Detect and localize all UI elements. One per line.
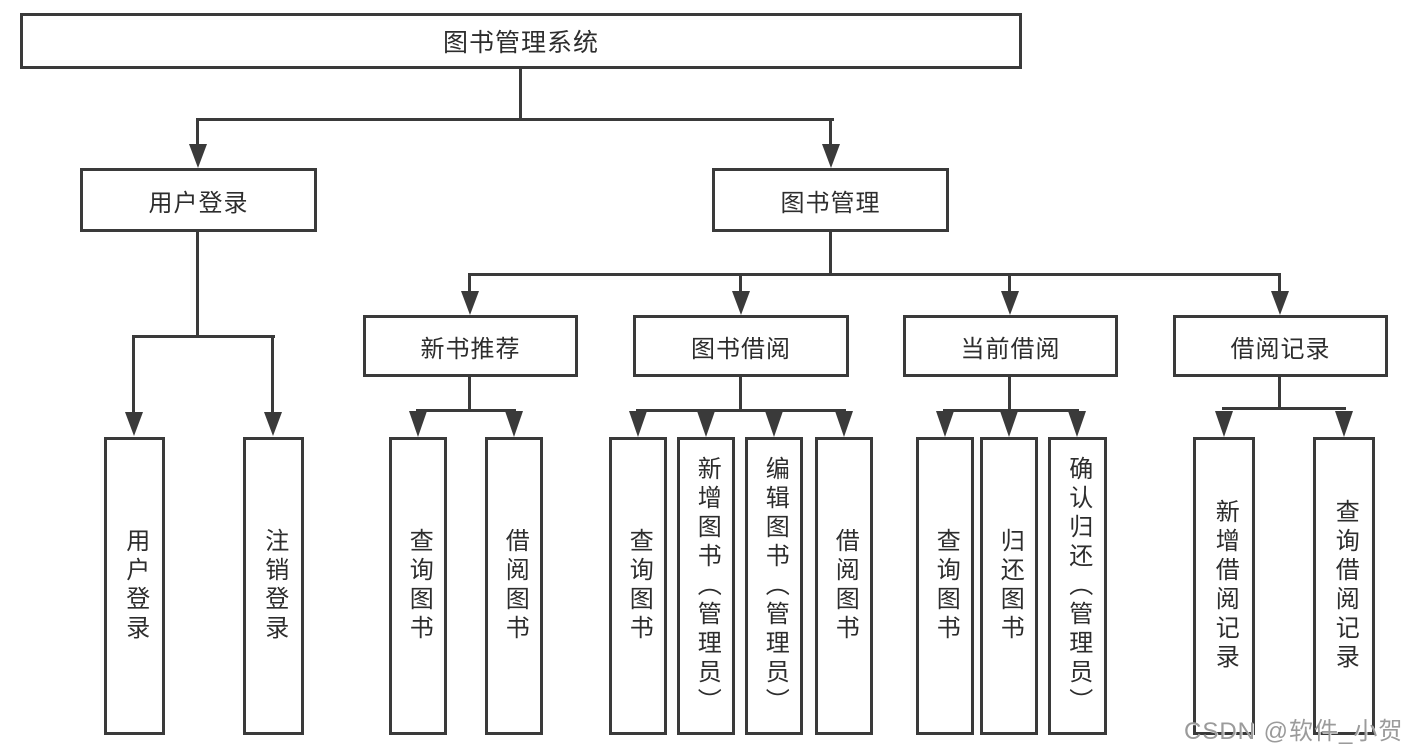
leaf-query-book-3: 查询图书 — [916, 437, 974, 735]
node-new-book-recommend: 新书推荐 — [363, 315, 578, 377]
arrowhead-down-icon — [1271, 291, 1289, 315]
arrowhead-down-icon — [189, 144, 207, 168]
arrowhead-down-icon — [936, 411, 954, 437]
connector-line — [196, 119, 199, 146]
arrowhead-down-icon — [1068, 411, 1086, 437]
connector-line — [519, 69, 522, 121]
arrowhead-down-icon — [461, 291, 479, 315]
connector-line — [468, 276, 471, 293]
leaf-query-borrow-record: 查询借阅记录 — [1313, 437, 1375, 735]
arrowhead-down-icon — [125, 412, 143, 436]
arrowhead-down-icon — [629, 411, 647, 437]
connector-line — [468, 377, 471, 412]
node-user-login: 用户登录 — [80, 168, 317, 232]
leaf-edit-book-admin: 编辑图书（管理员） — [745, 437, 803, 735]
node-current-borrow: 当前借阅 — [903, 315, 1118, 377]
leaf-add-book-admin: 新增图书（管理员） — [677, 437, 735, 735]
arrowhead-down-icon — [765, 411, 783, 437]
leaf-add-borrow-record: 新增借阅记录 — [1193, 437, 1255, 735]
connector-line — [196, 232, 199, 338]
connector-line — [943, 409, 1079, 412]
arrowhead-down-icon — [409, 411, 427, 437]
connector-line — [1222, 407, 1346, 410]
csdn-watermark: CSDN @软件_小贺同学 — [1184, 718, 1405, 745]
leaf-user-login: 用户登录 — [104, 437, 165, 735]
arrowhead-down-icon — [835, 411, 853, 437]
connector-line — [1278, 276, 1281, 293]
connector-line — [829, 232, 832, 276]
connector-line — [829, 119, 832, 146]
connector-line — [416, 409, 516, 412]
arrowhead-down-icon — [822, 144, 840, 168]
node-root: 图书管理系统 — [20, 13, 1022, 69]
connector-line — [468, 273, 1281, 276]
connector-line — [739, 377, 742, 412]
arrowhead-down-icon — [1215, 411, 1233, 437]
leaf-query-book-2: 查询图书 — [609, 437, 667, 735]
arrowhead-down-icon — [1001, 291, 1019, 315]
node-borrow-record: 借阅记录 — [1173, 315, 1388, 377]
leaf-query-book-1: 查询图书 — [389, 437, 447, 735]
arrowhead-down-icon — [732, 291, 750, 315]
arrowhead-down-icon — [697, 411, 715, 437]
leaf-logout: 注销登录 — [243, 437, 304, 735]
connector-line — [196, 118, 834, 121]
connector-line — [1278, 377, 1281, 410]
connector-line — [1008, 276, 1011, 293]
connector-line — [1008, 377, 1011, 412]
arrowhead-down-icon — [505, 411, 523, 437]
leaf-borrow-book-2: 借阅图书 — [815, 437, 873, 735]
leaf-confirm-return-admin: 确认归还（管理员） — [1048, 437, 1107, 735]
connector-line — [132, 335, 275, 338]
node-book-borrow: 图书借阅 — [633, 315, 849, 377]
node-book-management: 图书管理 — [712, 168, 949, 232]
connector-line — [132, 337, 135, 414]
leaf-borrow-book-1: 借阅图书 — [485, 437, 543, 735]
leaf-return-book: 归还图书 — [980, 437, 1038, 735]
arrowhead-down-icon — [1000, 411, 1018, 437]
connector-line — [271, 337, 274, 414]
connector-line — [739, 276, 742, 293]
arrowhead-down-icon — [1335, 411, 1353, 437]
connector-line — [636, 409, 846, 412]
arrowhead-down-icon — [264, 412, 282, 436]
